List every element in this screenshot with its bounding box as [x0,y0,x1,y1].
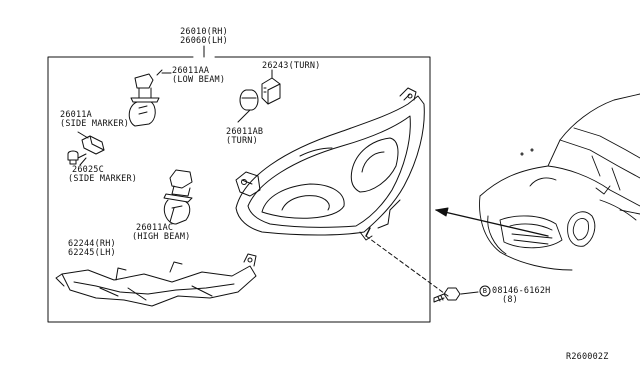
side-marker-bulb-icon [67,150,79,165]
turn-socket-icon [261,77,281,105]
assembly-part-number-lh: 26060(LH) [180,36,228,46]
vehicle-icon [479,93,640,271]
assembly-frame [47,45,431,323]
turn-bulb-icon [239,89,259,111]
headlamp-assembly-icon [235,87,425,241]
bracket-part-number-lh: 62245(LH) [68,248,116,258]
turn-bulb-part-number: 26243(TURN) [262,61,321,71]
high-beam-bulb-description: (HIGH BEAM) [132,232,191,242]
low-beam-bulb-description: (LOW BEAM) [172,75,226,85]
bracket-part-number-rh: 62244(RH) [68,239,116,249]
side-marker-bulb-part-number: 26025C [72,165,104,175]
turn-socket-description: (TURN) [226,136,258,146]
side-marker-bulb-description: (SIDE MARKER) [68,174,138,184]
bolt-leader-line [365,235,449,297]
side-marker-socket-part-number: 26011A [60,110,92,120]
bolt-quantity: (8) [502,295,518,305]
mounting-bracket-icon [55,253,257,307]
low-beam-bulb-part-number: 26011AA [172,66,210,76]
bolt-icon [433,287,461,303]
bolt-symbol-letter: B [482,287,488,295]
side-marker-socket-description: (SIDE MARKER) [60,119,130,129]
bolt-part-number: 08146-6162H [492,286,551,296]
high-beam-bulb-icon [163,169,193,225]
assembly-part-number-rh: 26010(RH) [180,27,228,37]
high-beam-bulb-part-number: 26011AC [136,223,174,233]
diagram-code: R260002Z [566,352,609,362]
location-arrow-icon [435,207,549,237]
bolt-symbol-icon [479,285,491,297]
side-marker-socket-icon [77,135,105,159]
low-beam-bulb-icon [128,69,163,127]
turn-socket-part-number: 26011AB [226,127,264,137]
